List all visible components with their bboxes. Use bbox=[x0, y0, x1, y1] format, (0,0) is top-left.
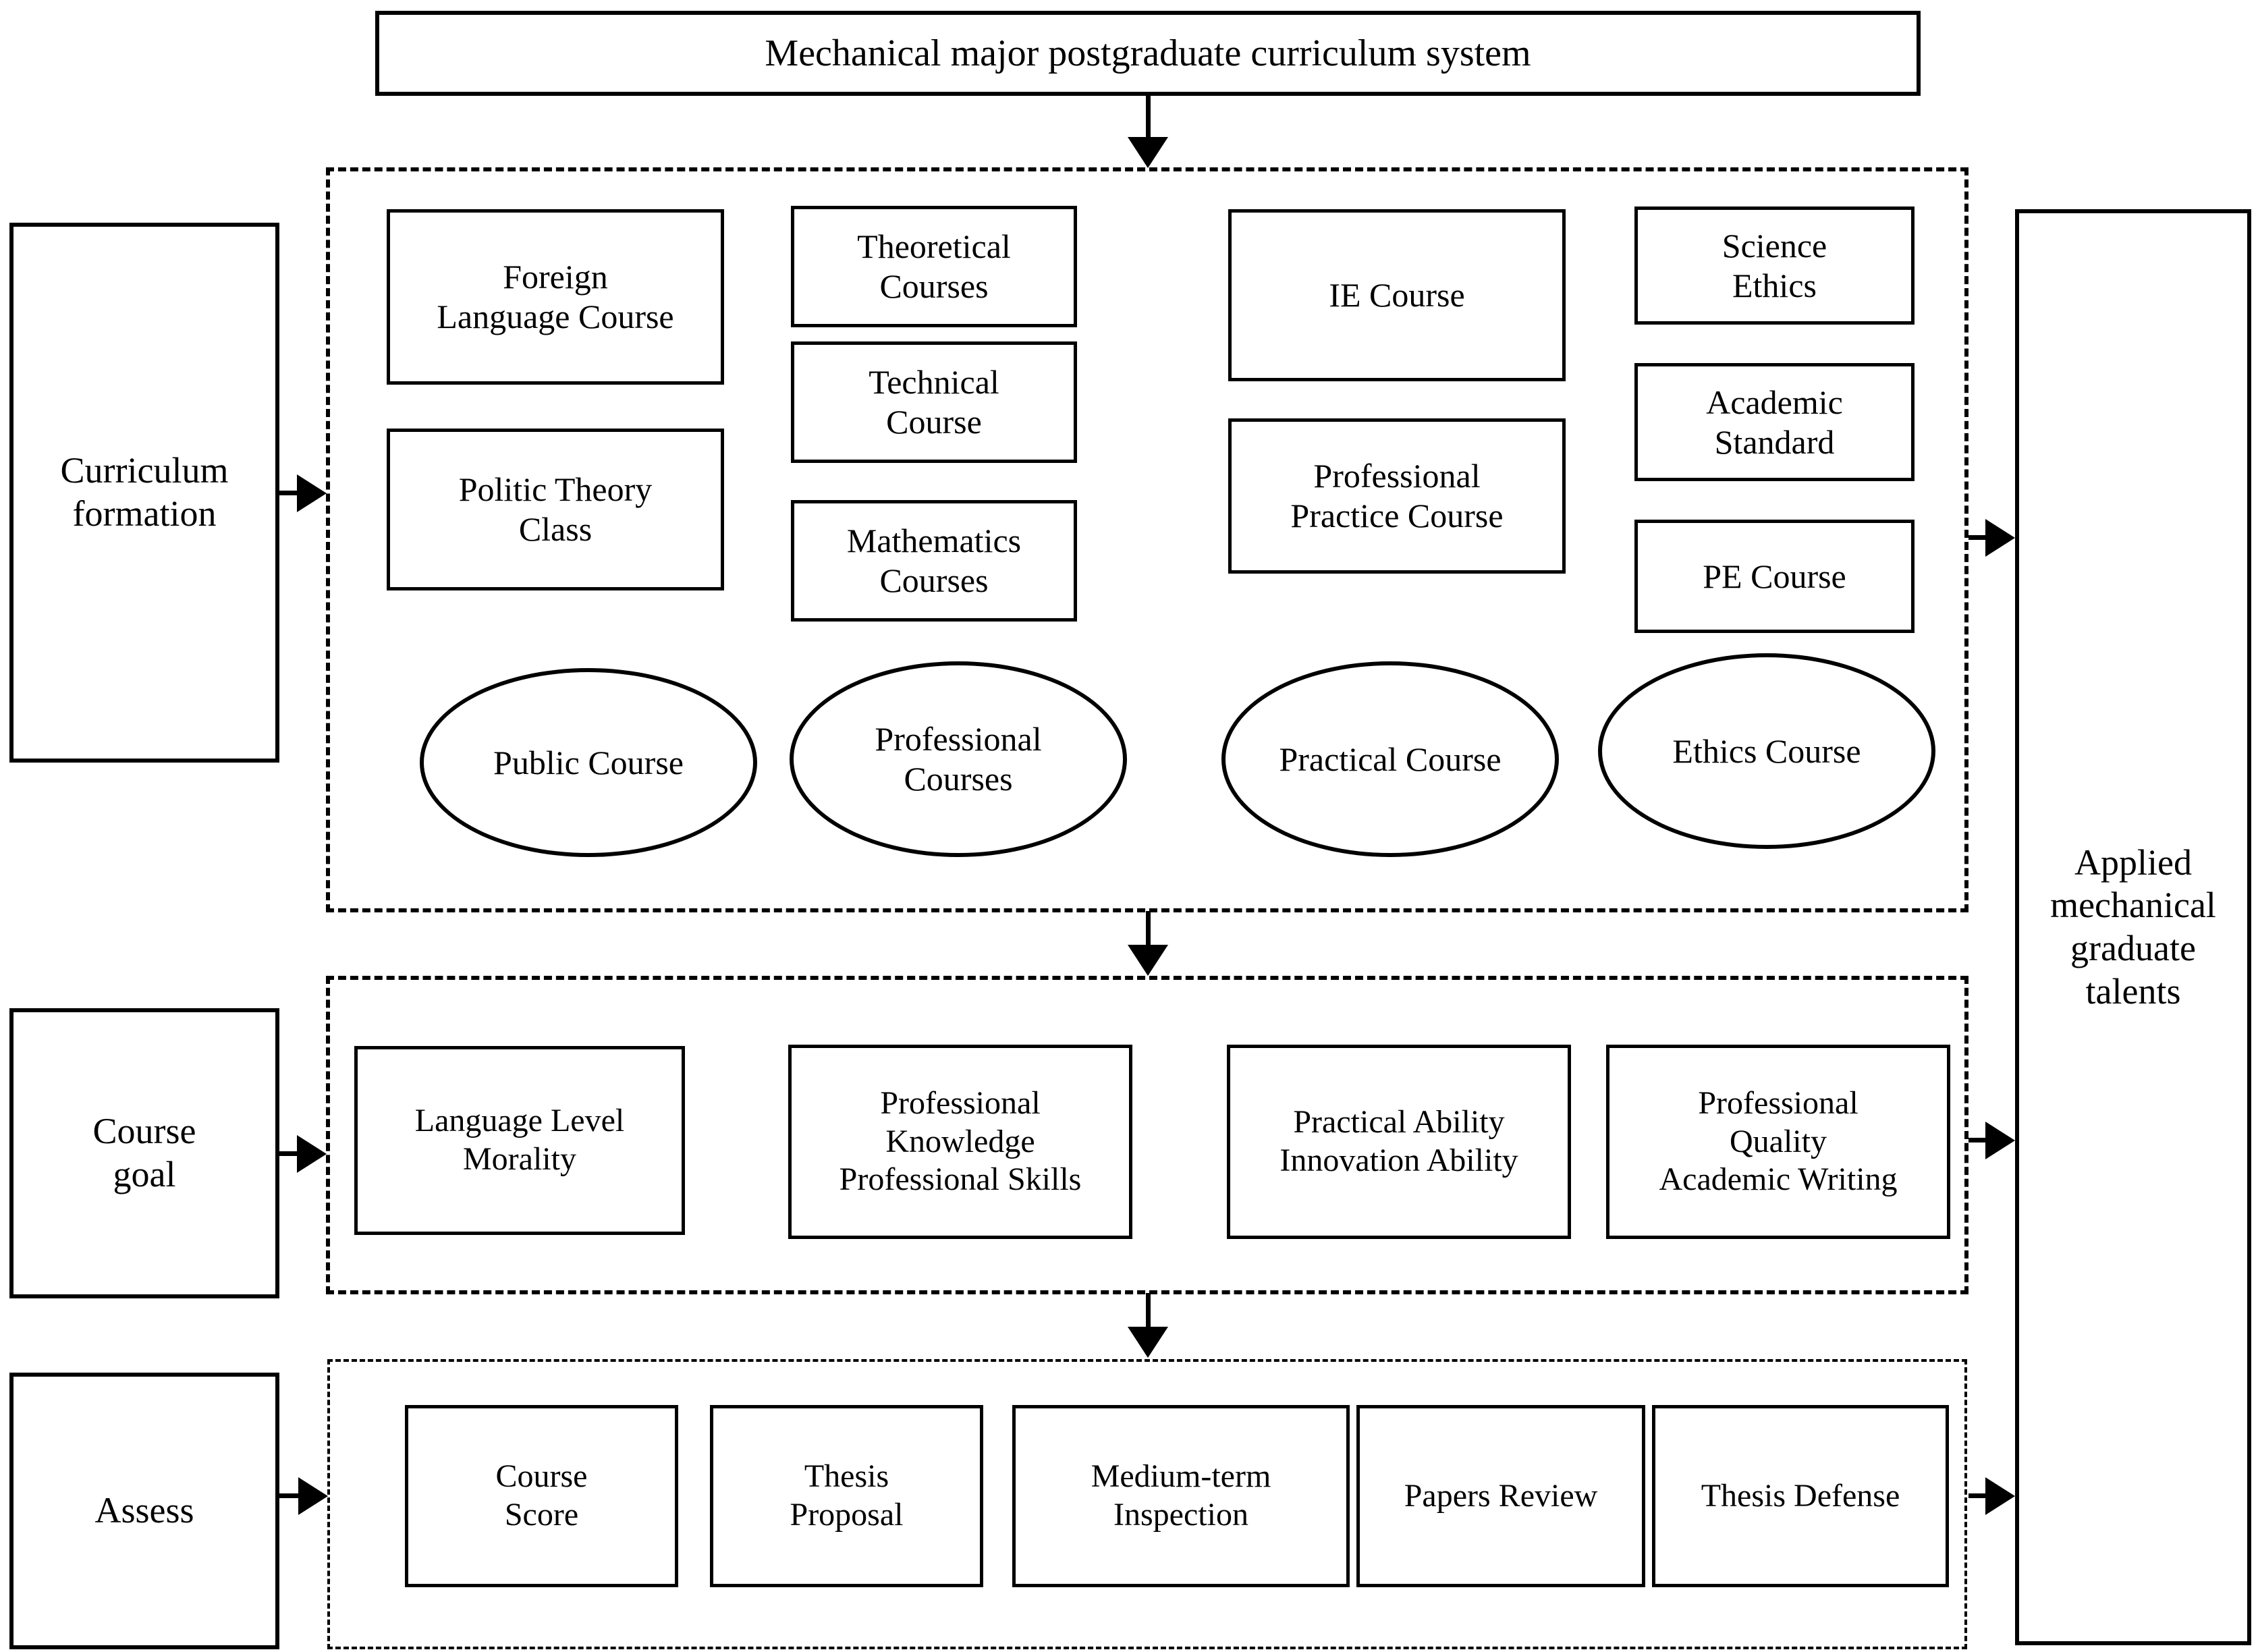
node-professional-knowledge-skills: Professional Knowledge Professional Skil… bbox=[788, 1045, 1132, 1239]
node-label: Public Course bbox=[493, 743, 684, 781]
node-label: Ethics Course bbox=[1672, 732, 1861, 770]
node-label: Practical Course bbox=[1279, 740, 1502, 778]
node-language-level-morality: Language Level Morality bbox=[354, 1046, 685, 1235]
stage-label-assess: Assess bbox=[94, 1490, 194, 1531]
outcome-box-applied-mechanical-graduate-talents: Applied mechanical graduate talents bbox=[2015, 209, 2251, 1645]
node-ie-course: IE Course bbox=[1228, 209, 1566, 381]
node-label: Practical Ability Innovation Ability bbox=[1279, 1104, 1518, 1178]
stage-box-course-goal: Course goal bbox=[9, 1008, 279, 1298]
node-pe-course: PE Course bbox=[1634, 520, 1915, 633]
node-technical-course: Technical Course bbox=[791, 341, 1077, 463]
node-label: Professional Courses bbox=[875, 720, 1042, 798]
node-science-ethics: Science Ethics bbox=[1634, 206, 1915, 325]
node-mathematics-courses: Mathematics Courses bbox=[791, 500, 1077, 622]
arrowhead-curriculum-to-coursegoal bbox=[1128, 945, 1168, 976]
node-label: Medium-term Inspection bbox=[1091, 1458, 1271, 1533]
stage-label-curriculum-formation: Curriculum formation bbox=[60, 450, 229, 534]
arrowhead-curriculum-stage bbox=[297, 474, 327, 512]
node-label: Professional Quality Academic Writing bbox=[1659, 1085, 1898, 1198]
group-curriculum-formation bbox=[326, 167, 1968, 912]
connector-title-to-curriculum bbox=[1146, 96, 1151, 140]
node-professional-courses: Professional Courses bbox=[790, 661, 1127, 857]
node-course-score: Course Score bbox=[405, 1405, 678, 1587]
node-label: Mathematics Courses bbox=[846, 522, 1022, 599]
node-thesis-defense: Thesis Defense bbox=[1652, 1405, 1949, 1587]
node-label: Thesis Proposal bbox=[790, 1458, 904, 1533]
node-politic-theory-class: Politic Theory Class bbox=[387, 429, 724, 590]
outcome-label: Applied mechanical graduate talents bbox=[2050, 842, 2216, 1012]
node-label: Professional Knowledge Professional Skil… bbox=[839, 1085, 1082, 1198]
node-label: Thesis Defense bbox=[1701, 1477, 1900, 1514]
arrowhead-title-to-curriculum bbox=[1128, 137, 1168, 168]
node-professional-quality-academic-writing: Professional Quality Academic Writing bbox=[1606, 1045, 1950, 1239]
connector-curriculum-to-coursegoal bbox=[1146, 911, 1151, 949]
node-theoretical-courses: Theoretical Courses bbox=[791, 206, 1077, 327]
node-professional-practice-course: Professional Practice Course bbox=[1228, 418, 1566, 574]
group-assess bbox=[327, 1359, 1967, 1649]
node-practical-course: Practical Course bbox=[1221, 661, 1559, 857]
connector-coursegoal-to-assess bbox=[1146, 1293, 1151, 1331]
node-papers-review: Papers Review bbox=[1356, 1405, 1645, 1587]
node-label: Science Ethics bbox=[1722, 226, 1827, 304]
node-label: PE Course bbox=[1703, 557, 1846, 595]
arrowhead-coursegoal-to-outcome bbox=[1985, 1122, 2015, 1159]
node-label: Papers Review bbox=[1404, 1477, 1598, 1514]
node-label: Academic Standard bbox=[1706, 383, 1843, 461]
node-ethics-course: Ethics Course bbox=[1598, 653, 1935, 849]
stage-label-course-goal: Course goal bbox=[92, 1111, 196, 1194]
node-foreign-language-course: Foreign Language Course bbox=[387, 209, 724, 385]
arrowhead-assess-to-outcome bbox=[1985, 1477, 2015, 1515]
diagram-title-box: Mechanical major postgraduate curriculum… bbox=[375, 11, 1921, 96]
arrowhead-assess-stage bbox=[298, 1477, 328, 1515]
node-public-course: Public Course bbox=[420, 668, 757, 857]
group-course-goal bbox=[326, 976, 1968, 1294]
page-title: Mechanical major postgraduate curriculum… bbox=[765, 32, 1531, 74]
arrowhead-coursegoal-to-assess bbox=[1128, 1327, 1168, 1358]
node-practical-innovation-ability: Practical Ability Innovation Ability bbox=[1227, 1045, 1571, 1239]
node-thesis-proposal: Thesis Proposal bbox=[710, 1405, 983, 1587]
arrowhead-curriculum-to-outcome bbox=[1985, 519, 2015, 557]
node-label: Politic Theory Class bbox=[458, 470, 653, 548]
node-label: Technical Course bbox=[869, 363, 999, 441]
node-label: Theoretical Courses bbox=[857, 227, 1011, 305]
node-academic-standard: Academic Standard bbox=[1634, 363, 1915, 481]
stage-box-assess: Assess bbox=[9, 1373, 279, 1649]
node-medium-term-inspection: Medium-term Inspection bbox=[1012, 1405, 1350, 1587]
node-label: Course Score bbox=[495, 1458, 588, 1533]
node-label: Foreign Language Course bbox=[437, 258, 674, 335]
stage-box-curriculum-formation: Curriculum formation bbox=[9, 223, 279, 763]
arrowhead-coursegoal-stage bbox=[297, 1135, 327, 1173]
node-label: Language Level Morality bbox=[414, 1103, 625, 1177]
node-label: Professional Practice Course bbox=[1290, 457, 1504, 534]
node-label: IE Course bbox=[1329, 276, 1465, 314]
connector-assess-stage-to-group bbox=[279, 1493, 316, 1498]
